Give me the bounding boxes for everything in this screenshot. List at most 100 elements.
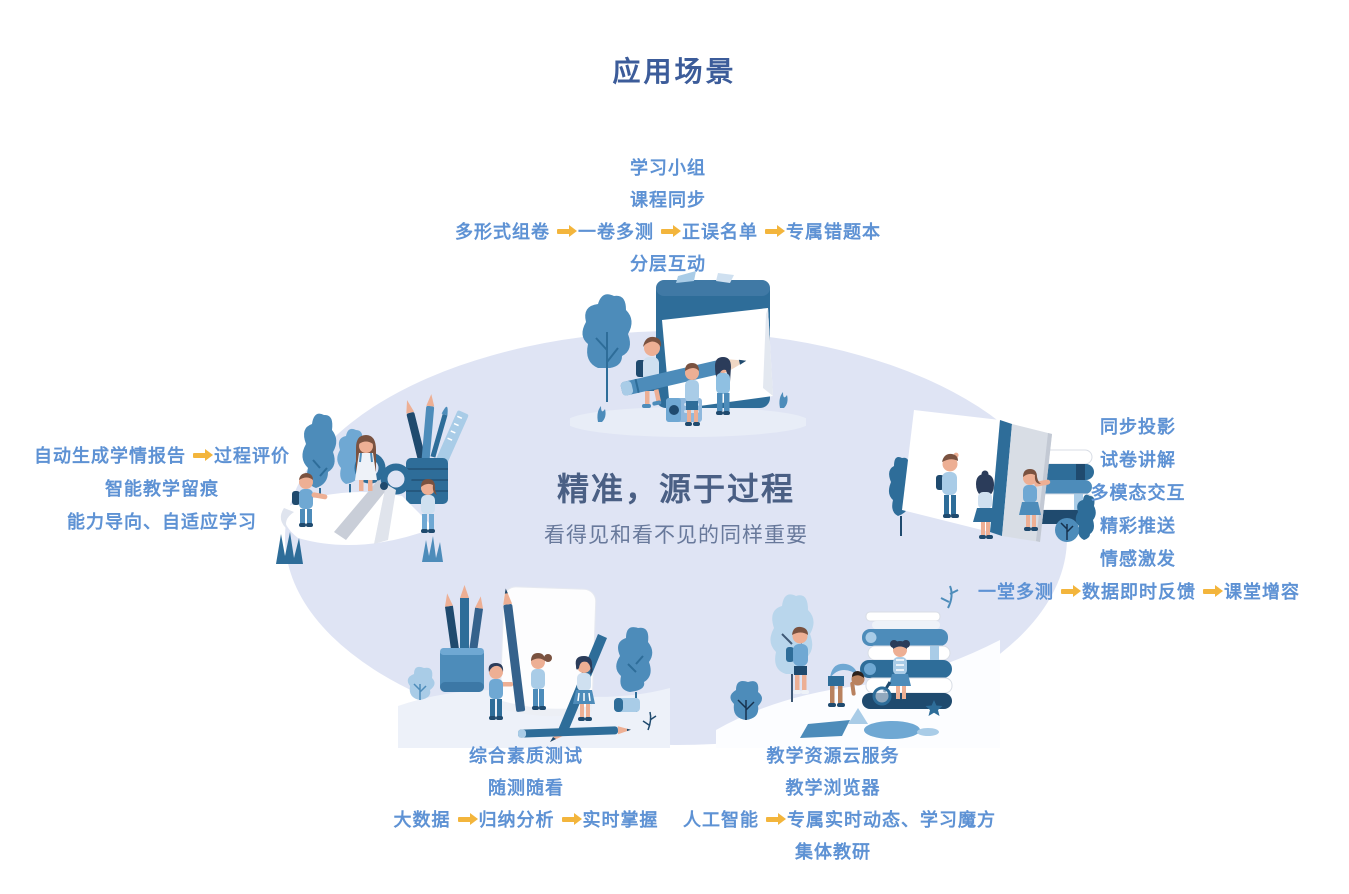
scenario-line: 综合素质测试 <box>376 740 676 772</box>
pencil-cup-icon <box>440 585 484 692</box>
triangle-shape <box>848 708 868 724</box>
scenario-cluster-top: 学习小组课程同步多形式组卷一卷多测正误名单专属错题本分层互动 <box>408 152 928 280</box>
scenario-line: 学习小组 <box>408 152 928 184</box>
scenario-cluster-left: 自动生成学情报告 过程评价智能教学留痕能力导向、自适应学习 <box>12 440 312 539</box>
illustration-right-open-book-scene <box>882 388 1098 560</box>
center-headline: 精准，源于过程 <box>556 471 795 507</box>
scenario-label: 归纳分析 <box>478 810 555 830</box>
scenario-line: 精彩推送 <box>978 510 1298 543</box>
scenario-line: 分层互动 <box>408 248 928 280</box>
student-with-backpack <box>636 336 662 408</box>
star-shape <box>925 700 943 716</box>
scissors-paper-illustration <box>276 394 469 564</box>
scenario-line: 课程同步 <box>408 184 928 216</box>
sprig-icon <box>642 711 657 731</box>
scenario-label: 情感激发 <box>1100 549 1176 569</box>
scenario-label: 分层互动 <box>630 254 706 274</box>
magnifier-icon <box>872 681 892 706</box>
student-girl <box>715 357 731 415</box>
books-magnifier-illustration <box>716 585 1000 748</box>
scenario-line: 多模态交互 <box>978 477 1298 510</box>
grass-tuft-icon <box>276 532 443 564</box>
student-girl-ponytail <box>531 653 552 710</box>
giant-pencil-icon <box>620 358 747 396</box>
illustration-left-scissors-scene <box>276 384 472 566</box>
student-boy <box>488 663 513 720</box>
pencil-horizontal-icon <box>517 726 631 738</box>
ground-swoosh <box>716 640 1000 748</box>
student-girl-reaching <box>1019 469 1051 531</box>
scenario-label: 学习小组 <box>630 158 706 178</box>
scenario-label: 一堂多测 <box>978 582 1054 602</box>
scenario-line: 教学资源云服务 <box>683 740 983 772</box>
scenario-label: 智能教学留痕 <box>105 479 219 499</box>
student-boy-pointing <box>936 452 959 518</box>
scroll-pencils-illustration <box>398 585 670 748</box>
student-girl-magnifier <box>872 640 911 706</box>
student-girl-dress <box>355 435 377 491</box>
student-boy <box>685 363 700 426</box>
scenario-label: 人工智能 <box>683 810 759 830</box>
arrow-right-icon <box>561 813 582 825</box>
scenario-label: 综合素质测试 <box>469 746 583 766</box>
scenario-cluster-right: 同步投影试卷讲解多模态交互精彩推送情感激发一堂多测 数据即时反馈 课堂增容 <box>978 411 1300 609</box>
arrow-right-icon <box>661 225 681 237</box>
scenario-line: 智能教学留痕 <box>12 473 312 506</box>
tree-icon <box>582 294 632 402</box>
student-girl-holding-pencil <box>573 656 595 721</box>
notebook-pencil-illustration <box>570 271 806 437</box>
scenario-cluster-bottom-left: 综合素质测试随测随看大数据归纳分析实时掌握 <box>376 740 676 836</box>
eraser-icon <box>614 698 640 712</box>
arrow-right-icon <box>557 225 577 237</box>
scenario-line: 试卷讲解 <box>978 444 1298 477</box>
tree-icon <box>616 627 653 712</box>
scenario-line: 人工智能专属实时动态、学习魔方 <box>683 804 995 836</box>
scenario-label: 数据即时反馈 <box>1082 582 1196 602</box>
illustration-bottom-right-books-scene <box>716 578 1000 748</box>
ellipse-shape <box>917 728 939 736</box>
scenario-line: 能力导向、自适应学习 <box>12 506 312 539</box>
page-title: 应用场景 <box>612 56 737 87</box>
scenario-label: 教学资源云服务 <box>766 746 900 766</box>
scenario-label: 专属错题本 <box>786 222 881 242</box>
scenario-label: 教学浏览器 <box>785 778 881 798</box>
square-shape <box>800 720 850 738</box>
scenario-line: 同步投影 <box>978 411 1298 444</box>
student-boy-standing <box>786 626 809 694</box>
scenario-label: 随测随看 <box>488 778 564 798</box>
arrow-right-icon <box>1203 585 1223 597</box>
scenario-label: 课堂增容 <box>1224 582 1300 602</box>
scenario-cluster-bottom-right: 教学资源云服务教学浏览器人工智能专属实时动态、学习魔方集体教研 <box>683 740 995 868</box>
student-girl-back-view <box>973 470 997 539</box>
scenario-label: 同步投影 <box>1100 417 1176 437</box>
scenario-label: 多模态交互 <box>1090 483 1186 503</box>
scenario-label: 试卷讲解 <box>1100 450 1176 470</box>
shrub-icon <box>1055 494 1096 542</box>
arrow-right-icon <box>1061 585 1081 597</box>
scenario-line: 多形式组卷一卷多测正误名单专属错题本 <box>408 216 928 248</box>
scenario-label: 课程同步 <box>630 190 706 210</box>
center-slogan: 精准，源于过程 看得见和看不见的同样重要 <box>285 464 1067 549</box>
scenario-label: 能力导向、自适应学习 <box>67 512 257 532</box>
scenario-label: 多形式组卷 <box>455 222 550 242</box>
arrow-right-icon <box>193 449 213 461</box>
scenario-label: 自动生成学情报告 <box>34 446 186 466</box>
giant-pencil-vertical-icon <box>503 588 526 712</box>
scenario-line: 情感激发 <box>978 543 1298 576</box>
scenario-label: 集体教研 <box>795 842 871 862</box>
scenario-line: 一堂多测 数据即时反馈 课堂增容 <box>978 576 1300 609</box>
scenario-label: 过程评价 <box>214 446 290 466</box>
circle-shape <box>864 721 920 739</box>
arrow-right-icon <box>457 813 478 825</box>
ground-shapes <box>800 700 943 739</box>
scenario-line: 集体教研 <box>683 836 983 868</box>
student-girl <box>421 479 437 533</box>
student-boy-bending <box>828 663 865 707</box>
open-book-stack-illustration <box>888 410 1096 542</box>
bush-icon <box>730 681 762 720</box>
student-boy <box>292 473 328 527</box>
scenario-label: 一卷多测 <box>578 222 654 242</box>
illustration-bottom-left-scroll-scene <box>398 580 670 748</box>
scenario-label: 大数据 <box>393 810 451 830</box>
scenario-label: 精彩推送 <box>1100 516 1176 536</box>
